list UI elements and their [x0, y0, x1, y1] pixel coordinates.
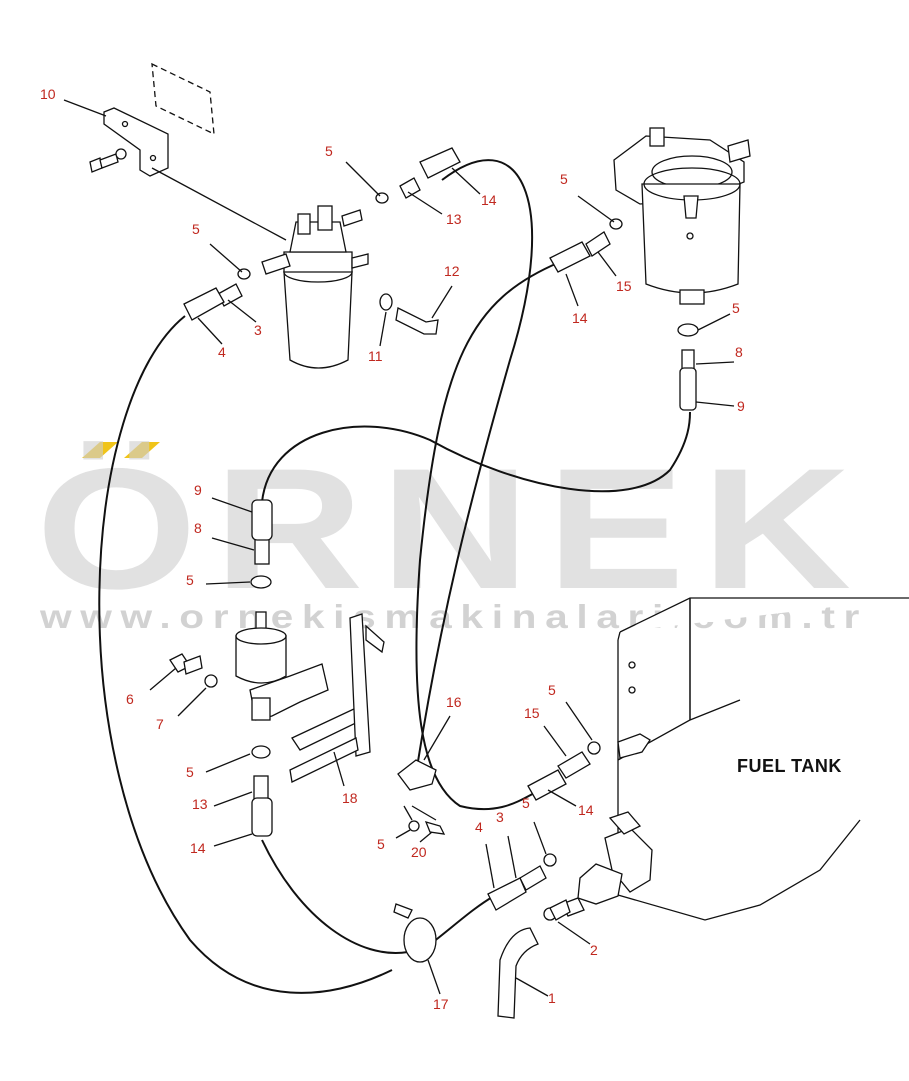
callout-5-h: 5: [522, 795, 530, 811]
callout-7: 7: [156, 716, 164, 732]
callout-3-a: 3: [254, 322, 262, 338]
callout-14-b: 14: [572, 310, 588, 326]
callout-8-a: 8: [735, 344, 743, 360]
callout-11: 11: [368, 348, 383, 364]
callout-3-b: 3: [496, 809, 504, 825]
fuel-filter-right: [613, 127, 751, 305]
callout-5-d: 5: [732, 300, 740, 316]
callouts: 10 5 14 13 5 3 4 12 11 5 15 14 5 8 9 9 8: [40, 86, 745, 1012]
fuel-tank: FUEL TANK: [561, 597, 909, 921]
callout-14-d: 14: [578, 802, 594, 818]
callout-2: 2: [590, 942, 598, 958]
mount-bracket: [89, 62, 215, 177]
callout-17: 17: [433, 996, 449, 1012]
callout-8-b: 8: [194, 520, 202, 536]
callout-10: 10: [40, 86, 56, 102]
callout-4-b: 4: [475, 819, 483, 835]
fuel-tank-label: FUEL TANK: [737, 756, 842, 776]
callout-5-e: 5: [186, 572, 194, 588]
callout-13-a: 13: [446, 211, 462, 227]
callout-5-g: 5: [186, 764, 194, 780]
callout-4-a: 4: [218, 344, 226, 360]
callout-20: 5: [377, 836, 385, 852]
callout-15-a: 15: [616, 278, 632, 294]
callout-5-f: 5: [548, 682, 556, 698]
callout-9-b: 9: [194, 482, 202, 498]
watermark-accent-left: [82, 442, 118, 458]
callout-1: 1: [548, 990, 556, 1006]
small-parts: [183, 147, 699, 1019]
callout-14-a: 14: [481, 192, 497, 208]
callout-14-c: 14: [190, 840, 206, 856]
hoses: [98, 159, 691, 994]
watermark-accent-right: [124, 442, 160, 458]
callout-16: 16: [446, 694, 462, 710]
fuel-pump: [169, 611, 385, 783]
callout-13-b: 13: [192, 796, 208, 812]
callout-5-b: 5: [192, 221, 200, 237]
callout-6: 6: [126, 691, 134, 707]
watermark: ÖRNEK www.ornekismakinalari.com.tr: [36, 433, 868, 635]
callout-15-b: 15: [524, 705, 540, 721]
callout-5-c: 5: [560, 171, 568, 187]
callout-12: 12: [444, 263, 460, 279]
watermark-brand: ÖRNEK: [36, 433, 868, 625]
callout-19: 20: [411, 844, 427, 860]
callout-18: 18: [342, 790, 358, 806]
callout-5-a: 5: [325, 143, 333, 159]
callout-9-a: 9: [737, 398, 745, 414]
fuel-filter-left: [151, 167, 369, 369]
